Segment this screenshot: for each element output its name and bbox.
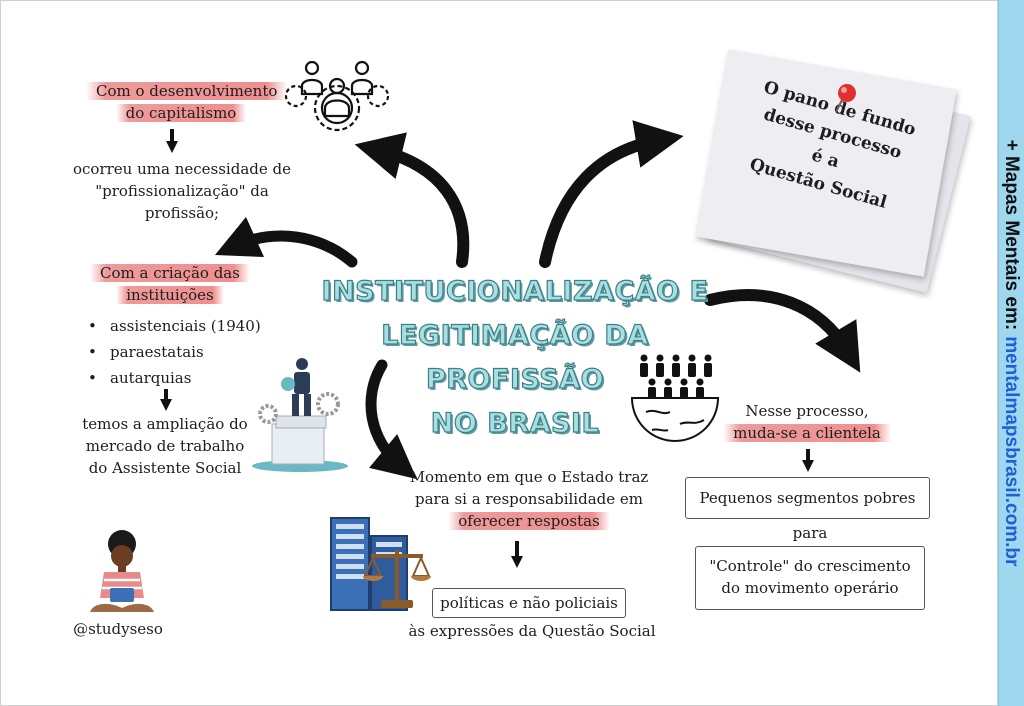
box-line: "Controle" do crescimento — [709, 557, 911, 575]
mid-left-text: temos a ampliação do mercado de trabalho… — [70, 413, 260, 479]
text-line: mercado de trabalho — [85, 437, 245, 455]
banner-prefix: + Mapas Mentais em: — [1001, 139, 1022, 331]
text-line: temos a ampliação do — [82, 415, 248, 433]
text-line: Nesse processo, — [745, 402, 869, 420]
highlight-line: muda-se a clientela — [723, 424, 891, 442]
text-line: profissão; — [144, 204, 220, 222]
arrow-to-right — [704, 289, 861, 373]
mid-left-highlight: Com a criação das instituições — [80, 262, 260, 306]
control-box: "Controle" do crescimento do movimento o… — [695, 546, 925, 610]
policies-box: políticas e não policiais — [432, 588, 626, 618]
institutions-list: assistenciais (1940) paraestatais autarq… — [88, 313, 261, 391]
side-banner — [998, 0, 1024, 706]
highlight-line: Com o desenvolvimento — [86, 82, 288, 100]
highlight-line: Com a criação das — [90, 264, 250, 282]
title-line-3: NO BRASIL — [430, 407, 600, 439]
student-avatar-icon — [90, 530, 154, 612]
building-justice-scale-icon — [330, 517, 431, 611]
arrow-to-top-left — [354, 132, 470, 268]
top-left-text: ocorreu uma necessidade de "profissional… — [62, 158, 302, 224]
list-item: autarquias — [88, 365, 261, 391]
text-line: para si a responsabilidade em — [415, 490, 643, 508]
text-line: do Assistente Social — [88, 459, 242, 477]
note-front-sheet: O pano de fundo desse processo é a Quest… — [695, 49, 957, 277]
right-text: Nesse processo, muda-se a clientela — [722, 400, 892, 444]
highlight-line: do capitalismo — [115, 104, 247, 122]
arrow-to-bottom-center — [365, 359, 417, 480]
list-item: paraestatais — [88, 339, 261, 365]
world-crowd-icon — [630, 354, 720, 442]
arrow-to-mid-left — [214, 216, 358, 268]
title-line-1: INSTITUCIONALIZAÇÃO E — [321, 275, 709, 307]
arrow-to-note — [539, 120, 684, 268]
text-line: ocorreu uma necessidade de — [73, 160, 291, 178]
segments-box: Pequenos segmentos pobres — [685, 477, 930, 519]
bottom-center-text: Momento em que o Estado traz para si a r… — [404, 466, 654, 532]
businessman-documents-icon — [252, 358, 348, 472]
banner-url-link[interactable]: mentalmapsbrasil.com.br — [1001, 336, 1022, 567]
box-line: do movimento operário — [721, 579, 899, 597]
bottom-center-footer: às expressões da Questão Social — [408, 622, 656, 640]
team-gear-icon — [284, 60, 390, 132]
text-line: "profissionalização" da — [95, 182, 269, 200]
side-banner-text: + Mapas Mentais em: mentalmapsbrasil.com.… — [1000, 140, 1022, 567]
highlight-line: instituições — [116, 286, 224, 304]
pushpin-icon — [835, 84, 856, 113]
title-line-2: LEGITIMAÇÃO DA PROFISSÃO — [381, 319, 649, 395]
text-line: Momento em que o Estado traz — [409, 468, 649, 486]
author-handle: @studyseso — [73, 620, 163, 638]
top-left-highlight: Com o desenvolvimento do capitalismo — [86, 80, 288, 124]
arrows-layer — [160, 120, 861, 568]
central-title: INSTITUCIONALIZAÇÃO E LEGITIMAÇÃO DA PRO… — [300, 270, 730, 446]
connector-text: para — [792, 524, 828, 542]
list-item: assistenciais (1940) — [88, 313, 261, 339]
sticky-note: O pano de fundo desse processo é a Quest… — [695, 49, 971, 293]
highlight-line: oferecer respostas — [448, 512, 610, 530]
note-text: O pano de fundo desse processo é a Quest… — [703, 64, 955, 228]
